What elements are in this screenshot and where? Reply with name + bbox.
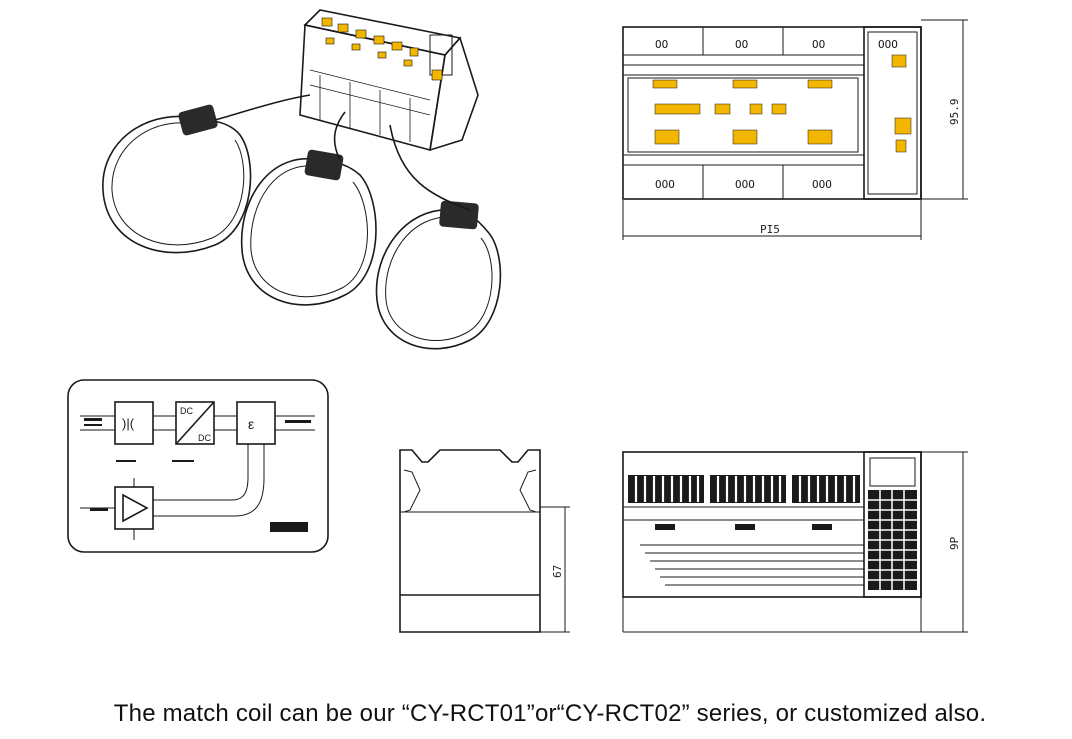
svg-text:OOO: OOO (735, 178, 755, 191)
front-height-dimension: 95.9 (948, 99, 961, 126)
rogowski-coil-3 (375, 208, 502, 350)
coil-connector-1 (178, 104, 218, 136)
device-top-terminals (321, 17, 443, 81)
svg-text:)|(: )|( (122, 416, 135, 431)
svg-text:OOO: OOO (812, 178, 832, 191)
dc-dc-block (175, 401, 215, 445)
svg-text:ε: ε (248, 416, 254, 432)
svg-text:OO: OO (735, 38, 748, 51)
integrator-block (236, 401, 276, 445)
dc-top-label: DC (180, 406, 193, 416)
rogowski-coil-1 (102, 115, 252, 254)
svg-text:OO: OO (655, 38, 668, 51)
svg-text:OO: OO (812, 38, 825, 51)
back-height-dimension: 9P (948, 536, 961, 550)
svg-text:OOO: OOO (878, 38, 898, 51)
transformer-block (114, 401, 154, 445)
rogowski-coil-2 (240, 157, 377, 306)
coil-connector-3 (439, 200, 479, 230)
coil-connector-2 (304, 149, 344, 181)
side-height-dimension: 67 (551, 565, 564, 578)
svg-text:OOO: OOO (655, 178, 675, 191)
dc-bottom-label: DC (198, 433, 211, 443)
caption-text: The match coil can be our “CY-RCT01”or“C… (113, 700, 987, 727)
front-width-dimension: PI5 (760, 223, 780, 236)
